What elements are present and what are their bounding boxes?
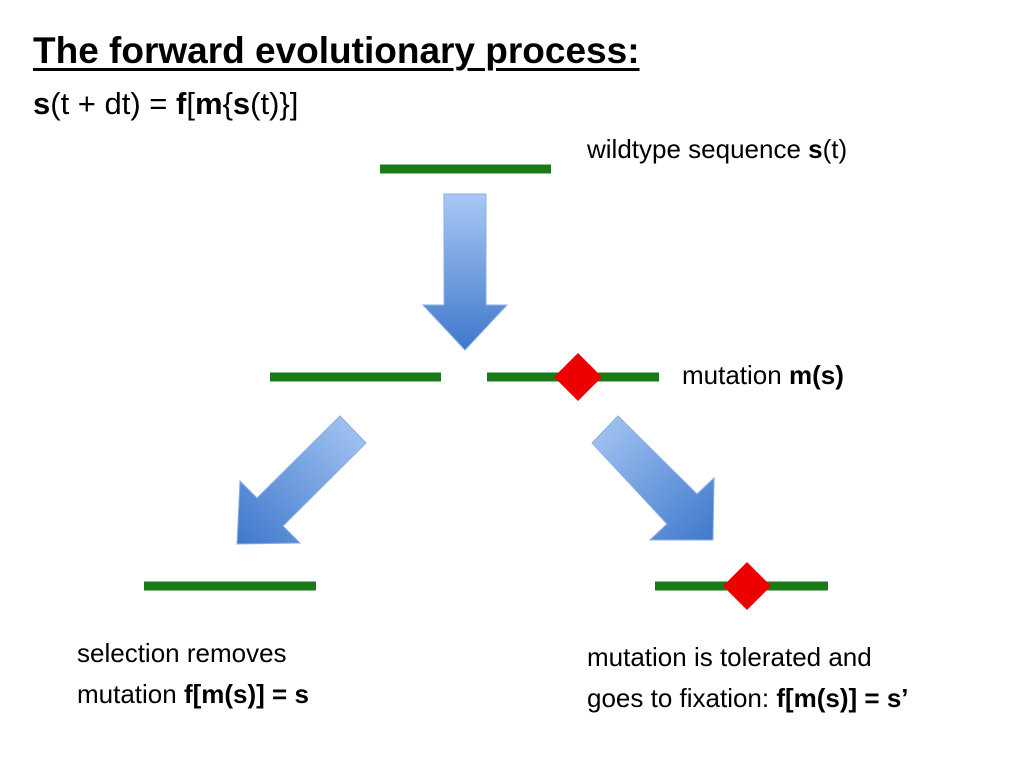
- fixation-label-text: goes to fixation:: [587, 683, 777, 713]
- fixation-label: mutation is tolerated and goes to fixati…: [587, 637, 909, 719]
- formula-part: (t + dt) =: [50, 86, 177, 121]
- mutation-label: mutation m(s): [682, 355, 844, 396]
- wildtype-label-tail: (t): [822, 134, 848, 164]
- selection-label: selection removes mutation f[m(s)] = s: [77, 633, 309, 715]
- wildtype-label-text: wildtype sequence: [587, 134, 809, 164]
- formula-part: {: [222, 86, 233, 121]
- selection-label-formula: f[m(s)] = s: [183, 679, 309, 709]
- formula-s-inner: s: [232, 86, 251, 121]
- fixation-label-line2: goes to fixation: f[m(s)] = s’: [587, 678, 909, 719]
- formula-f: f: [176, 86, 187, 121]
- wildtype-label-s: s: [808, 134, 823, 164]
- fixation-label-formula: f[m(s)] = s’: [776, 683, 909, 713]
- formula-part: [: [186, 86, 195, 121]
- process-formula: s(t + dt) = f[m{s(t)}]: [33, 86, 298, 122]
- selection-arrow: [236, 415, 367, 545]
- wildtype-label: wildtype sequence s(t): [587, 129, 847, 170]
- fixation-arrow: [591, 415, 715, 541]
- fixed-mutation-marker: [723, 562, 771, 610]
- slide-title: The forward evolutionary process:: [33, 30, 640, 71]
- formula-s: s: [33, 86, 51, 121]
- mutation-marker: [554, 353, 602, 401]
- fixation-label-line1: mutation is tolerated and: [587, 642, 872, 672]
- formula-m: m: [194, 86, 223, 121]
- selection-label-line1: selection removes: [77, 638, 287, 668]
- formula-part: (t)}]: [250, 86, 299, 121]
- selection-label-text: mutation: [77, 679, 184, 709]
- selection-label-line2: mutation f[m(s)] = s: [77, 674, 309, 715]
- mutation-label-function: m(s): [788, 360, 844, 390]
- mutation-label-text: mutation: [682, 360, 789, 390]
- mutation-arrow: [421, 193, 509, 351]
